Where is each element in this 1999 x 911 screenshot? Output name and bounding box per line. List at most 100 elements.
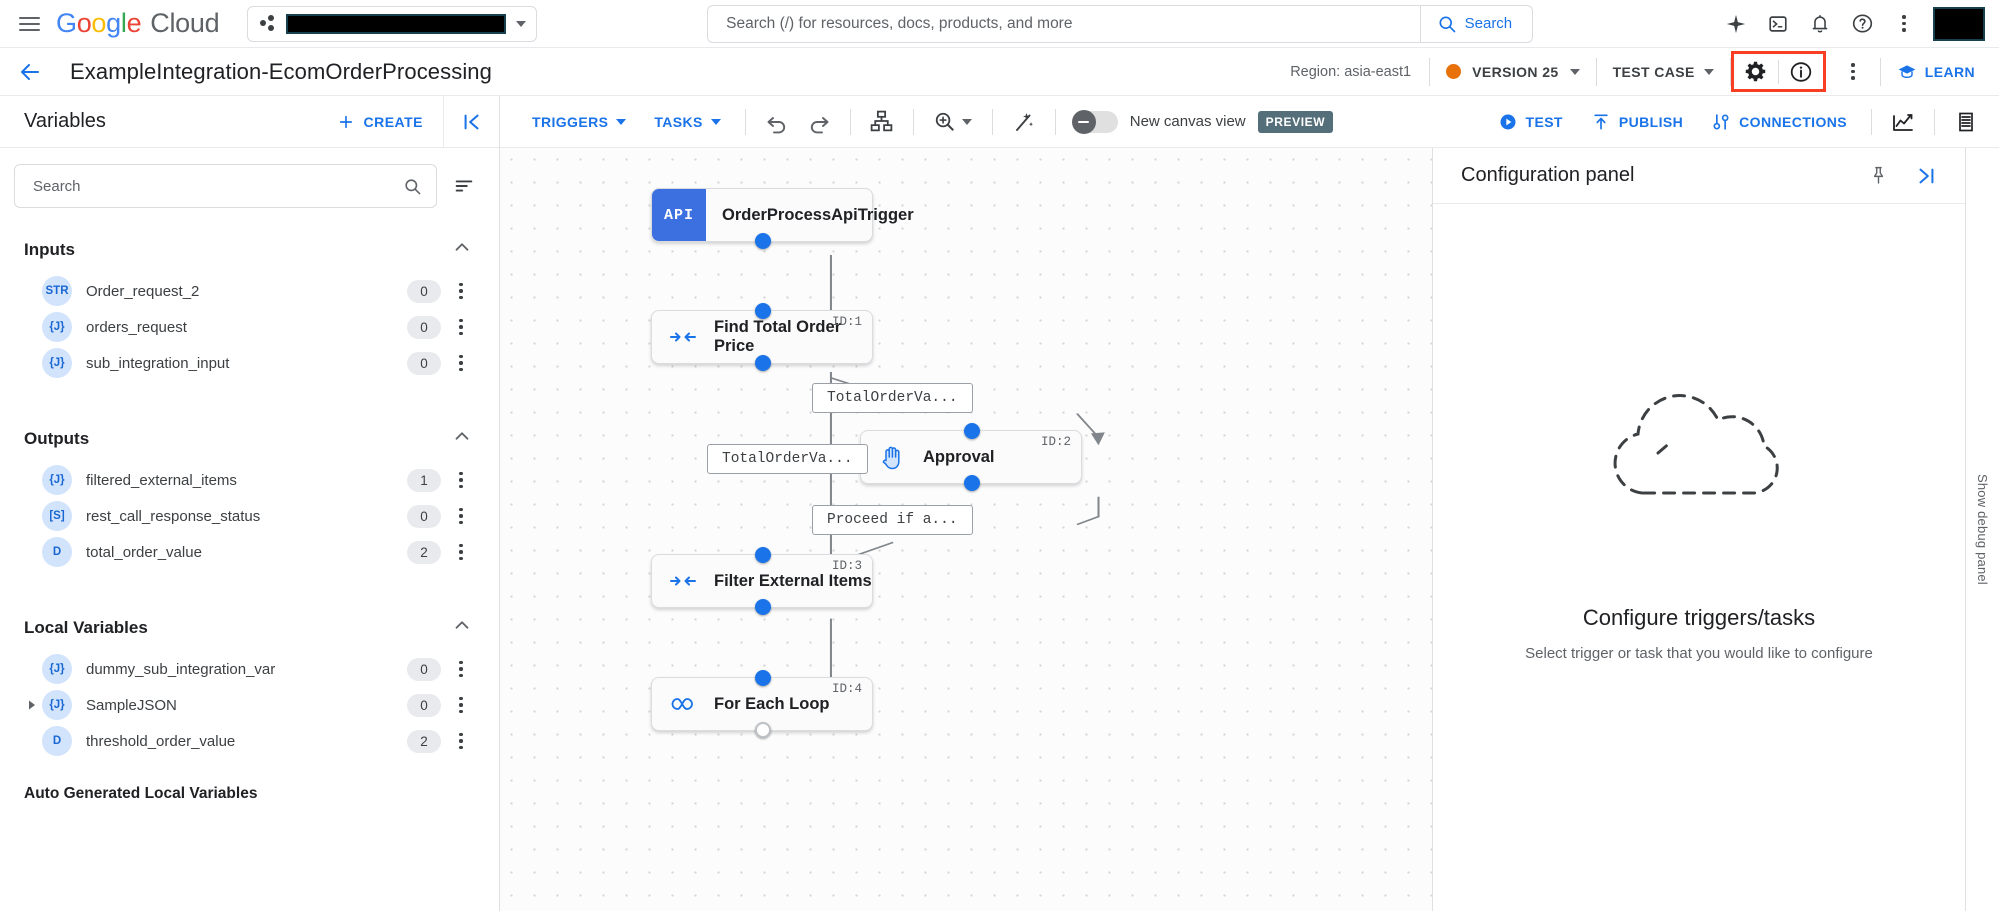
variable-more-icon[interactable]	[449, 543, 473, 561]
node-input-port[interactable]	[755, 670, 771, 686]
info-icon[interactable]	[1779, 54, 1823, 90]
divider	[1729, 57, 1731, 86]
variable-row[interactable]: {J} dummy_sub_integration_var 0	[0, 651, 499, 687]
show-debug-panel-rail[interactable]: Show debug panel	[1965, 148, 1999, 911]
node-output-port[interactable]	[755, 722, 771, 738]
node-input-port[interactable]	[755, 303, 771, 319]
version-status-dot	[1446, 64, 1462, 79]
variable-type-badge: {J}	[42, 465, 72, 495]
section-header-outputs[interactable]: Outputs	[0, 381, 499, 462]
chevron-up-icon[interactable]	[451, 425, 473, 452]
search-input[interactable]	[33, 177, 403, 195]
connections-button[interactable]: CONNECTIONS	[1697, 104, 1861, 140]
undo-button[interactable]	[756, 102, 798, 142]
region-label: Region: asia-east1	[1290, 63, 1412, 80]
node-output-port[interactable]	[755, 233, 771, 249]
new-canvas-view-toggle[interactable]	[1071, 109, 1118, 134]
variable-more-icon[interactable]	[449, 471, 473, 489]
avatar[interactable]	[1933, 6, 1985, 41]
node-output-port[interactable]	[755, 355, 771, 371]
sort-icon[interactable]	[447, 169, 481, 203]
title-bar-more-vert-icon[interactable]	[1834, 53, 1872, 91]
variable-more-icon[interactable]	[449, 696, 473, 714]
cloud-shell-icon[interactable]	[1759, 5, 1797, 43]
publish-button[interactable]: PUBLISH	[1577, 104, 1697, 140]
analytics-button[interactable]	[1882, 102, 1924, 142]
variable-row[interactable]: {J} orders_request 0	[0, 309, 499, 345]
zoom-control-button[interactable]	[924, 102, 982, 142]
section-header-local-variables[interactable]: Local Variables	[0, 570, 499, 651]
variable-row[interactable]: {J} sub_integration_input 0	[0, 345, 499, 381]
configuration-panel: Configuration panel	[1433, 148, 1965, 911]
variable-row[interactable]: STR Order_request_2 0	[0, 273, 499, 309]
variable-name: threshold_order_value	[86, 732, 236, 750]
variable-usage-count: 0	[407, 315, 441, 339]
create-variable-button[interactable]: CREATE	[337, 113, 443, 131]
variable-more-icon[interactable]	[449, 318, 473, 336]
node-input-port[interactable]	[964, 423, 980, 439]
chevron-up-icon[interactable]	[451, 236, 473, 263]
integration-canvas[interactable]: API OrderProcessApiTrigger Find Total O	[500, 148, 1433, 911]
test-case-selector[interactable]: TEST CASE	[1597, 64, 1730, 80]
global-search-box[interactable]: Search	[707, 4, 1534, 43]
variable-usage-count: 2	[407, 729, 441, 753]
gemini-spark-icon[interactable]	[1717, 5, 1755, 43]
edge-label[interactable]: Proceed if a...	[812, 505, 973, 535]
logs-button[interactable]	[1945, 102, 1987, 142]
empty-state-subtext: Select trigger or task that you would li…	[1525, 645, 1873, 662]
help-icon[interactable]	[1843, 5, 1881, 43]
search-input[interactable]	[708, 5, 1420, 42]
back-arrow-icon[interactable]	[10, 52, 50, 92]
variable-more-icon[interactable]	[449, 507, 473, 525]
tasks-menu-button[interactable]: TASKS	[640, 104, 734, 140]
variable-row[interactable]: {J} filtered_external_items 1	[0, 462, 499, 498]
learn-button[interactable]: LEARN	[1881, 62, 1985, 82]
flow-node-filter-external-items[interactable]: Filter External Items ID:3	[651, 547, 873, 615]
variable-type-badge: D	[42, 726, 72, 756]
hamburger-menu-icon[interactable]	[12, 7, 46, 41]
pin-icon[interactable]	[1861, 159, 1895, 193]
flow-node-trigger[interactable]: API OrderProcessApiTrigger	[651, 188, 914, 249]
toggle-knob	[1071, 109, 1096, 134]
variable-row[interactable]: D threshold_order_value 2	[0, 723, 499, 759]
edge-label[interactable]: TotalOrderVa...	[812, 383, 973, 413]
chevron-up-icon[interactable]	[451, 614, 473, 641]
node-output-port[interactable]	[755, 599, 771, 615]
variable-row[interactable]: {J} SampleJSON 0	[0, 687, 499, 723]
node-output-port[interactable]	[964, 475, 980, 491]
variable-more-icon[interactable]	[449, 732, 473, 750]
collapse-sidebar-button[interactable]	[443, 96, 499, 147]
project-selector[interactable]	[247, 5, 538, 42]
divider	[1429, 57, 1431, 86]
variables-header: Variables CREATE	[0, 96, 499, 148]
auto-layout-button[interactable]	[861, 102, 903, 142]
magic-wand-button[interactable]	[1003, 102, 1045, 142]
flow-node-for-each-loop[interactable]: For Each Loop ID:4	[651, 670, 873, 738]
node-input-port[interactable]	[755, 547, 771, 563]
variable-name: dummy_sub_integration_var	[86, 660, 276, 678]
variables-list[interactable]: Inputs STR Order_request_2 0 {J} orders_…	[0, 218, 499, 911]
collapse-right-icon[interactable]	[1909, 159, 1943, 193]
variable-row[interactable]: D total_order_value 2	[0, 534, 499, 570]
version-selector[interactable]: VERSION 25	[1430, 64, 1595, 80]
variable-more-icon[interactable]	[449, 354, 473, 372]
variable-more-icon[interactable]	[449, 282, 473, 300]
header-more-vert-icon[interactable]	[1885, 5, 1923, 43]
flow-node-approval[interactable]: Approval ID:2	[860, 423, 1082, 491]
variable-row[interactable]: [S] rest_call_response_status 0	[0, 498, 499, 534]
node-id-badge: ID:1	[831, 315, 862, 329]
triggers-menu-button[interactable]: TRIGGERS	[518, 104, 640, 140]
edge-label[interactable]: TotalOrderVa...	[707, 444, 868, 474]
variables-search-box[interactable]	[14, 164, 437, 208]
expand-triangle-icon[interactable]	[22, 699, 42, 711]
search-button[interactable]: Search	[1419, 5, 1533, 42]
variable-more-icon[interactable]	[449, 660, 473, 678]
flow-node-find-total-order-price[interactable]: Find Total Order Price ID:1	[651, 303, 873, 371]
notifications-bell-icon[interactable]	[1801, 5, 1839, 43]
section-header-inputs[interactable]: Inputs	[0, 218, 499, 273]
redo-button[interactable]	[798, 102, 840, 142]
settings-gear-icon[interactable]	[1734, 54, 1778, 90]
test-button[interactable]: TEST	[1484, 104, 1577, 140]
